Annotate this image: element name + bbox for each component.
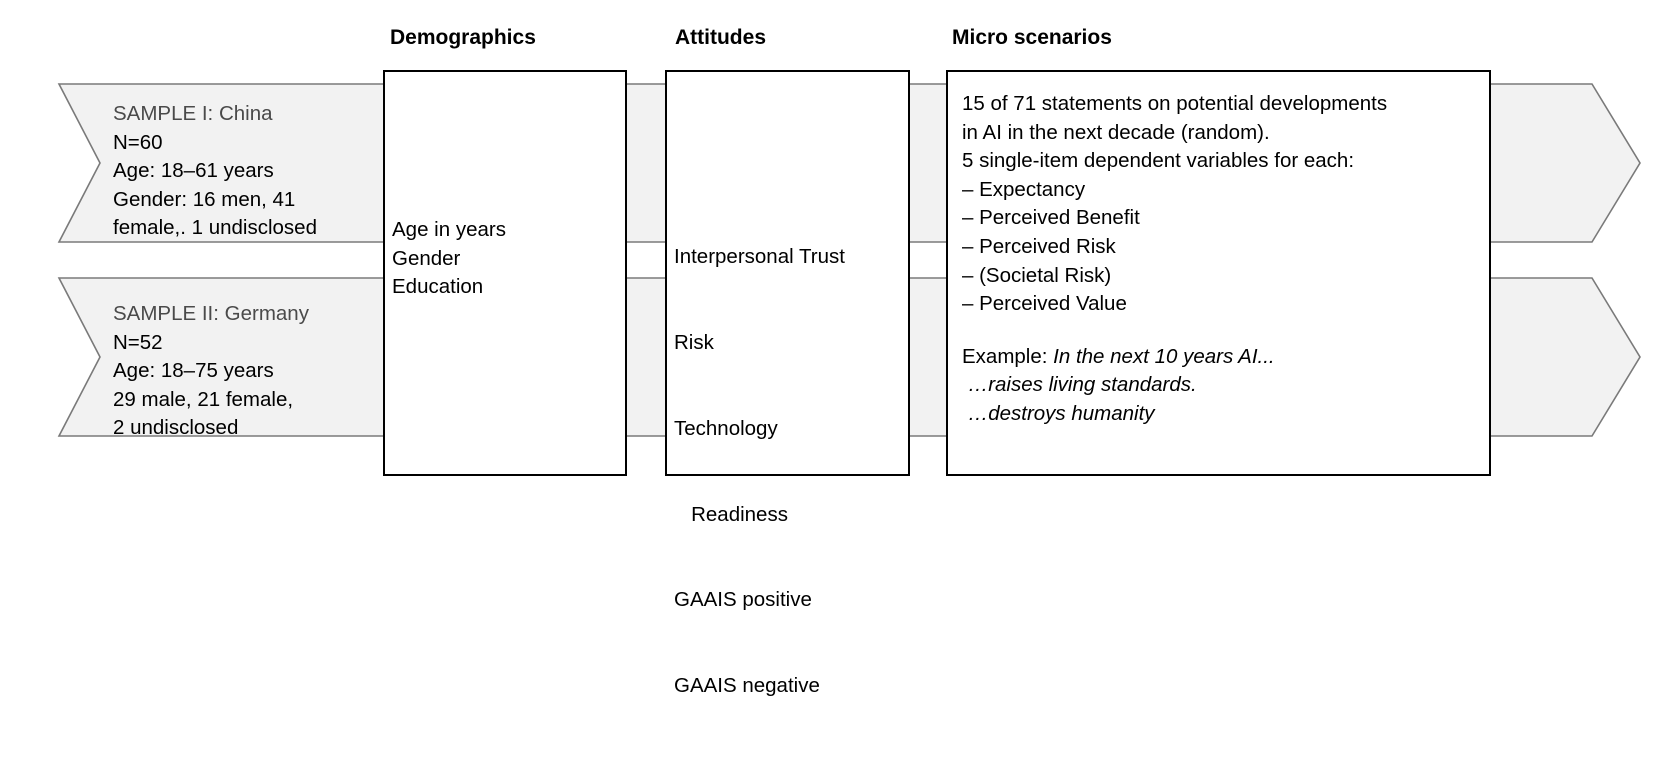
attitudes-item: GAAIS positive [674,588,812,612]
sample-1-block: SAMPLE I: China N=60 Age: 18–61 years Ge… [113,100,317,243]
attitudes-item: Risk [674,330,714,354]
demographics-box: Age in years Gender Education [383,70,627,476]
attitudes-item: Readiness [674,502,788,526]
micro-scenarios-box: 15 of 71 statements on potential develop… [946,70,1491,476]
sample-2-title: SAMPLE II: Germany [113,302,309,325]
micro-variable-item: – Perceived Risk [962,234,1116,258]
header-attitudes: Attitudes [675,26,766,49]
attitudes-item: Technology [674,416,778,440]
sample-2-gender-line-2: 2 undisclosed [113,416,239,440]
sample-2-age: Age: 18–75 years [113,359,274,383]
micro-variable-item: – (Societal Risk) [962,263,1112,287]
demographics-item: Age in years [392,218,506,241]
attitudes-list: Interpersonal Trust Risk Technology Read… [674,186,845,758]
sample-2-gender-line-1: 29 male, 21 female, [113,387,294,411]
sample-1-gender-line-1: Gender: 16 men, 41 [113,187,296,211]
demographics-list: Age in years Gender Education [392,216,506,302]
sample-2-n: N=52 [113,330,163,354]
attitudes-item: GAAIS negative [674,674,820,698]
demographics-item: Gender [392,246,461,270]
header-demographics: Demographics [390,26,536,49]
header-micro-scenarios: Micro scenarios [952,26,1112,49]
micro-variable-item: – Perceived Value [962,292,1127,316]
micro-example-text: In the next 10 years AI... [1053,344,1275,368]
micro-example-line: Example: In the next 10 years AI... [962,343,1387,372]
micro-intro-line-1: 15 of 71 statements on potential develop… [962,92,1388,115]
sample-1-n: N=60 [113,130,163,154]
micro-example-2: …destroys humanity [962,401,1155,425]
micro-example-1: …raises living standards. [962,373,1197,397]
attitudes-item: Interpersonal Trust [674,245,845,269]
sample-1-age: Age: 18–61 years [113,159,274,183]
micro-scenarios-text: 15 of 71 statements on potential develop… [962,90,1387,429]
micro-example-label: Example: [962,344,1054,368]
attitudes-box: Interpersonal Trust Risk Technology Read… [665,70,910,697]
demographics-item: Education [392,275,484,299]
sample-1-title: SAMPLE I: China [113,102,273,125]
micro-variable-item: – Perceived Benefit [962,206,1140,230]
sample-1-gender-line-2: female,. 1 undisclosed [113,216,317,240]
micro-variable-item: – Expectancy [962,177,1086,201]
micro-intro-line-3: 5 single-item dependent variables for ea… [962,149,1355,173]
micro-intro-line-2: in AI in the next decade (random). [962,120,1270,144]
sample-2-block: SAMPLE II: Germany N=52 Age: 18–75 years… [113,300,309,443]
